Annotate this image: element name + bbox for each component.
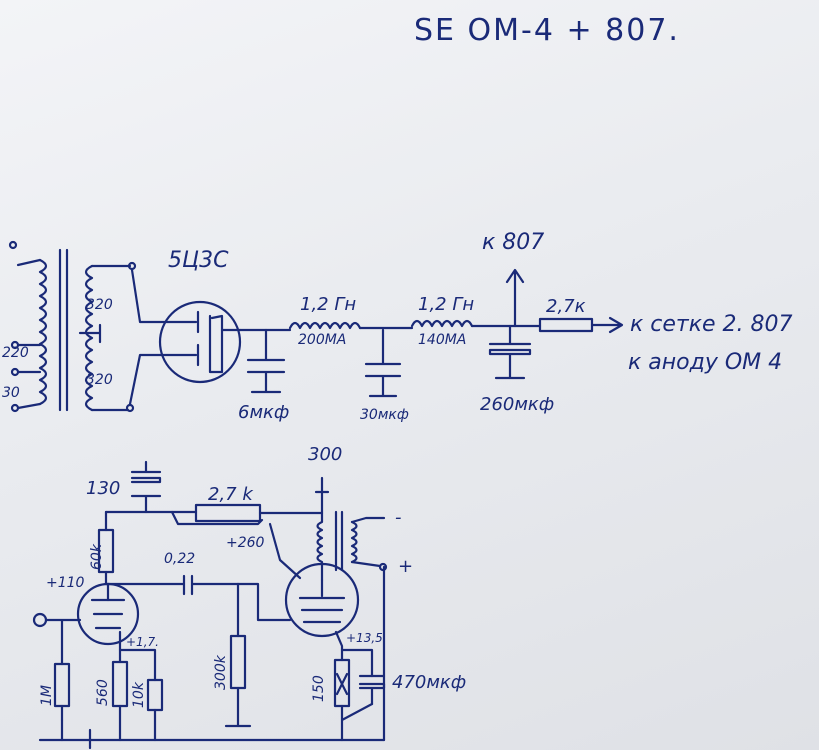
choke1-current-label: 200MA <box>298 332 347 348</box>
resistor-560 <box>111 660 129 708</box>
rectifier-wire-a <box>130 268 198 324</box>
output-tube-envelope <box>284 562 360 638</box>
arrow-to-screen <box>590 316 624 334</box>
resistor-150-mark <box>335 672 349 696</box>
resistor-300k <box>229 634 247 690</box>
resistor-2k7-amp <box>194 503 262 523</box>
filter-network <box>238 268 624 398</box>
secondary-lower-label: 320 <box>86 372 113 388</box>
resistor-150-label: 150 <box>311 675 327 702</box>
plus-300-label: 300 <box>308 444 343 465</box>
choke1-value-label: 1,2 Гн <box>300 294 357 315</box>
choke-1 <box>288 321 362 330</box>
capacitor-6uf <box>246 328 286 394</box>
terminal-primary-0 <box>8 240 18 250</box>
coupling-cap-0-22 <box>104 574 240 596</box>
secondary-upper-label: 320 <box>86 297 113 313</box>
secondary-leads <box>90 264 132 412</box>
center-tap <box>78 323 102 344</box>
cathode-ground-wires <box>118 704 157 742</box>
cap-130-label: 130 <box>86 478 121 499</box>
wire-300k-ground <box>224 686 252 728</box>
arrow-to-807 <box>505 268 525 328</box>
output-tube-grids <box>298 596 346 624</box>
wire-grid-807 <box>236 582 292 622</box>
amplifier-stage <box>32 460 388 750</box>
cathode-ground <box>340 565 386 742</box>
rectifier-envelope <box>158 300 242 384</box>
capacitor-260uf <box>488 324 532 380</box>
primary-coil <box>38 258 48 406</box>
ps-resistor-label: 2,7к <box>546 296 586 317</box>
resistor-300k-label: 300k <box>213 655 229 690</box>
input-wire <box>44 618 82 666</box>
cap-470-label: 470мкф <box>392 672 467 693</box>
rectifier-filament <box>208 314 224 374</box>
choke-2 <box>410 319 474 328</box>
to-screen-label: к сетке 2. 807 <box>630 312 793 337</box>
output-tube-cathode <box>334 630 344 662</box>
schematic-title: SE OM-4 + 807. <box>414 13 680 48</box>
plus-260-label: +260 <box>226 535 265 551</box>
capacitor-130 <box>130 460 162 514</box>
primary-220-label: 220 <box>2 345 29 361</box>
output-leads <box>350 516 386 568</box>
wire-260-tap <box>170 510 264 526</box>
plus-13-5-label: +13,5 <box>346 631 383 645</box>
primary-30-label: 30 <box>2 385 20 401</box>
choke2-current-label: 140MA <box>418 332 467 348</box>
wire-primary-top <box>16 258 42 267</box>
capacitor-470uf <box>358 674 386 706</box>
cathode-bus <box>118 648 157 682</box>
cap3-label: 260мкф <box>480 394 555 415</box>
input-tube-grids <box>90 598 126 630</box>
output-secondary <box>350 520 358 564</box>
resistor-2k7-ps <box>538 317 594 333</box>
cap1-label: 6мкф <box>238 402 290 423</box>
wire-screen-feed <box>268 522 302 580</box>
cathode-bypass-wire <box>340 648 374 678</box>
secondary-coil <box>84 264 94 412</box>
wire-primary-taps <box>16 343 42 410</box>
resistor-560-label: 560 <box>95 679 111 706</box>
plus-110-label: +110 <box>46 575 85 591</box>
terminal-secondary-bottom <box>125 403 135 413</box>
plus-1-7-label: +1,7. <box>126 635 159 649</box>
amp-resistor-label: 2,7 k <box>208 484 253 505</box>
output-core <box>334 510 344 572</box>
input-jack <box>32 612 48 628</box>
coupling-cap-label: 0,22 <box>164 551 196 567</box>
out-minus-label: - <box>395 507 402 528</box>
resistor-10k <box>146 678 164 712</box>
out-plus-label: + <box>398 556 414 577</box>
to-807-label: к 807 <box>482 230 545 255</box>
transformer-core <box>58 248 69 412</box>
capacitor-30uf <box>364 328 402 398</box>
to-anode-label: к аноду ОМ 4 <box>628 350 783 375</box>
resistor-60k-label: 60k <box>89 544 105 570</box>
power-transformer <box>8 240 137 413</box>
cap2-label: 30мкф <box>360 407 409 423</box>
rectifier-tube <box>128 268 242 406</box>
resistor-10k-label: 10k <box>131 682 147 708</box>
resistor-1m-label: 1M <box>39 685 55 706</box>
choke2-value-label: 1,2 Гн <box>418 294 475 315</box>
output-primary <box>316 511 324 582</box>
ground-stub <box>60 718 92 750</box>
rectifier-wire-b <box>128 353 198 406</box>
rectifier-label: 5Ц3С <box>168 248 229 273</box>
terminal-secondary-top <box>127 261 137 271</box>
node-300 <box>314 476 330 515</box>
resistor-1m <box>53 662 71 708</box>
